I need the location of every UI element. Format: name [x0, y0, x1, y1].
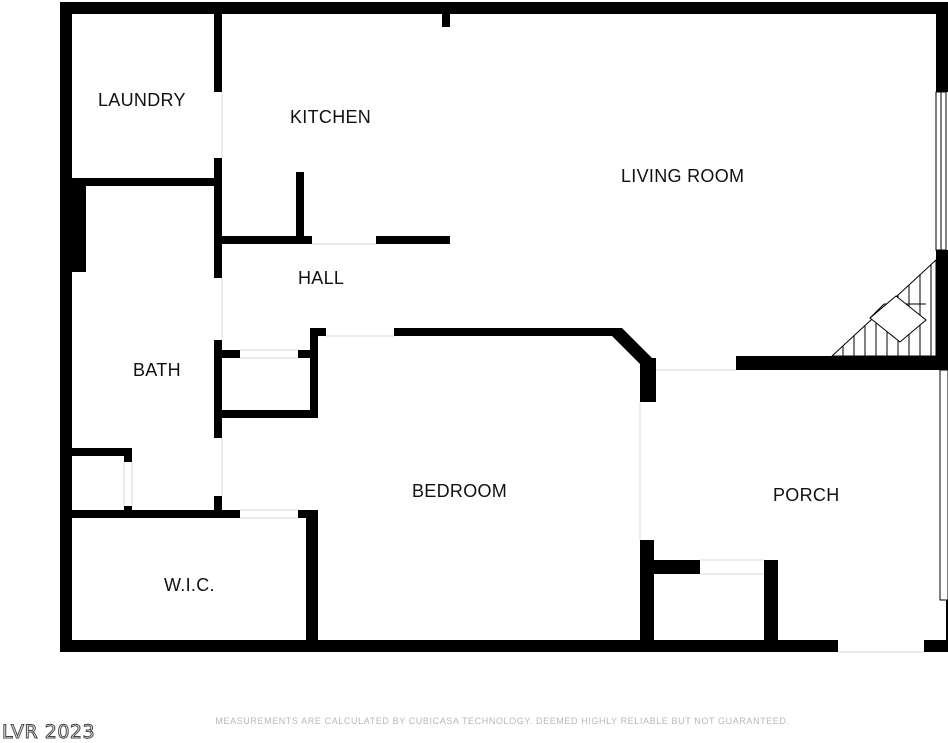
wall-porch-closet-right [764, 560, 778, 646]
wall-porch-closet-top [652, 560, 700, 574]
wall-kitchen-peninsula [296, 172, 304, 243]
room-label-kitchen: KITCHEN [290, 107, 372, 127]
wall-closet-right [310, 328, 318, 418]
wall-tub-right [124, 448, 132, 462]
room-label-laundry: LAUNDRY [98, 90, 186, 110]
stairs [830, 258, 937, 357]
stairs-landing [869, 295, 927, 343]
wall-top [60, 2, 948, 14]
wall-hall-top-right [376, 236, 450, 244]
room-label-living-room: LIVING ROOM [621, 166, 745, 186]
wall-right-mid [936, 250, 948, 370]
wall-top-stub [442, 14, 450, 27]
window-porch [939, 369, 948, 601]
disclaimer-text: MEASUREMENTS ARE CALCULATED BY CUBICASA … [215, 716, 790, 726]
room-label-wic: W.I.C. [164, 575, 215, 595]
wall-wic-right [306, 510, 318, 646]
wall-bottom [60, 640, 838, 652]
wall-bath-bottom [72, 510, 240, 518]
wall-hall-left-a [214, 186, 222, 278]
wall-tub-right-low [124, 506, 132, 518]
wall-laundry-bottom [72, 178, 222, 186]
wall-laundry-right [214, 14, 222, 92]
wall-hall-left-b [214, 340, 222, 438]
room-label-hall: HALL [298, 268, 345, 288]
wall-laundry-right-low [214, 158, 222, 186]
wall-bath-right-low [214, 496, 222, 518]
wall-closet-bottom [222, 410, 318, 418]
wall-bottom-right [924, 640, 948, 652]
interior-walls [72, 14, 948, 646]
wall-bedroom-right-low [640, 540, 654, 646]
room-label-bath: BATH [133, 360, 181, 380]
wall-closet-top-b [298, 350, 318, 358]
left-wall-thick [70, 178, 86, 272]
wall-right-top [936, 2, 948, 92]
wall-wic-top-stub [298, 510, 318, 518]
room-label-bedroom: BEDROOM [412, 481, 508, 501]
watermark: LVR 2023 [1, 721, 96, 743]
exterior-walls [60, 2, 948, 652]
door-openings [123, 92, 924, 653]
wall-closet-top-a [222, 350, 240, 358]
wall-porch-top [736, 356, 948, 370]
wall-bedroom-right-top [640, 358, 656, 402]
wall-bedroom-top [394, 328, 616, 336]
wall-tub-top [72, 448, 132, 456]
wall-hall-stub [310, 328, 326, 336]
wall-hall-top [214, 236, 312, 244]
wall-left [60, 2, 72, 652]
room-label-porch: PORCH [773, 485, 840, 505]
wall-right-bottom [946, 600, 948, 650]
